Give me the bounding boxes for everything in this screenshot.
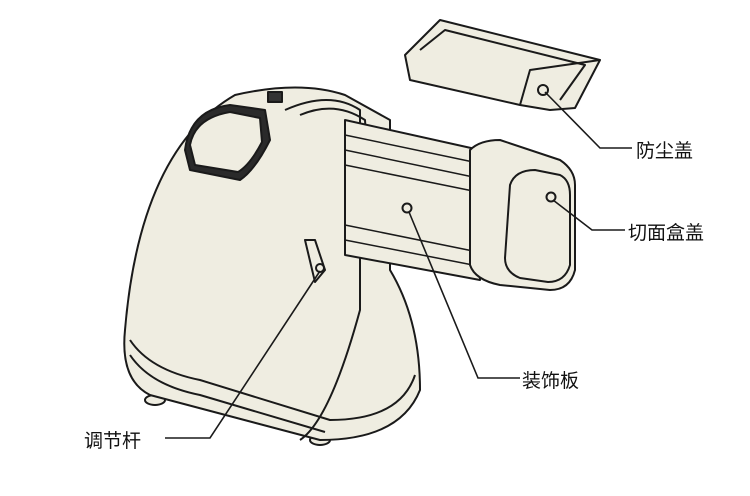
callout-lines (165, 91, 632, 439)
label-dust-cover: 防尘盖 (636, 140, 694, 162)
decorative-plate-leader (408, 211, 520, 379)
housing-part (344, 119, 576, 291)
label-adjust-lever: 调节杆 (84, 430, 142, 452)
cutting-box-cover-leader (552, 199, 625, 231)
label-cutting-box-cover: 切面盒盖 (628, 222, 705, 244)
adjust-lever-leader (165, 270, 321, 439)
dust-cover-part (404, 19, 601, 111)
dust-cover-leader (544, 91, 632, 149)
label-decorative-plate: 装饰板 (522, 370, 580, 392)
